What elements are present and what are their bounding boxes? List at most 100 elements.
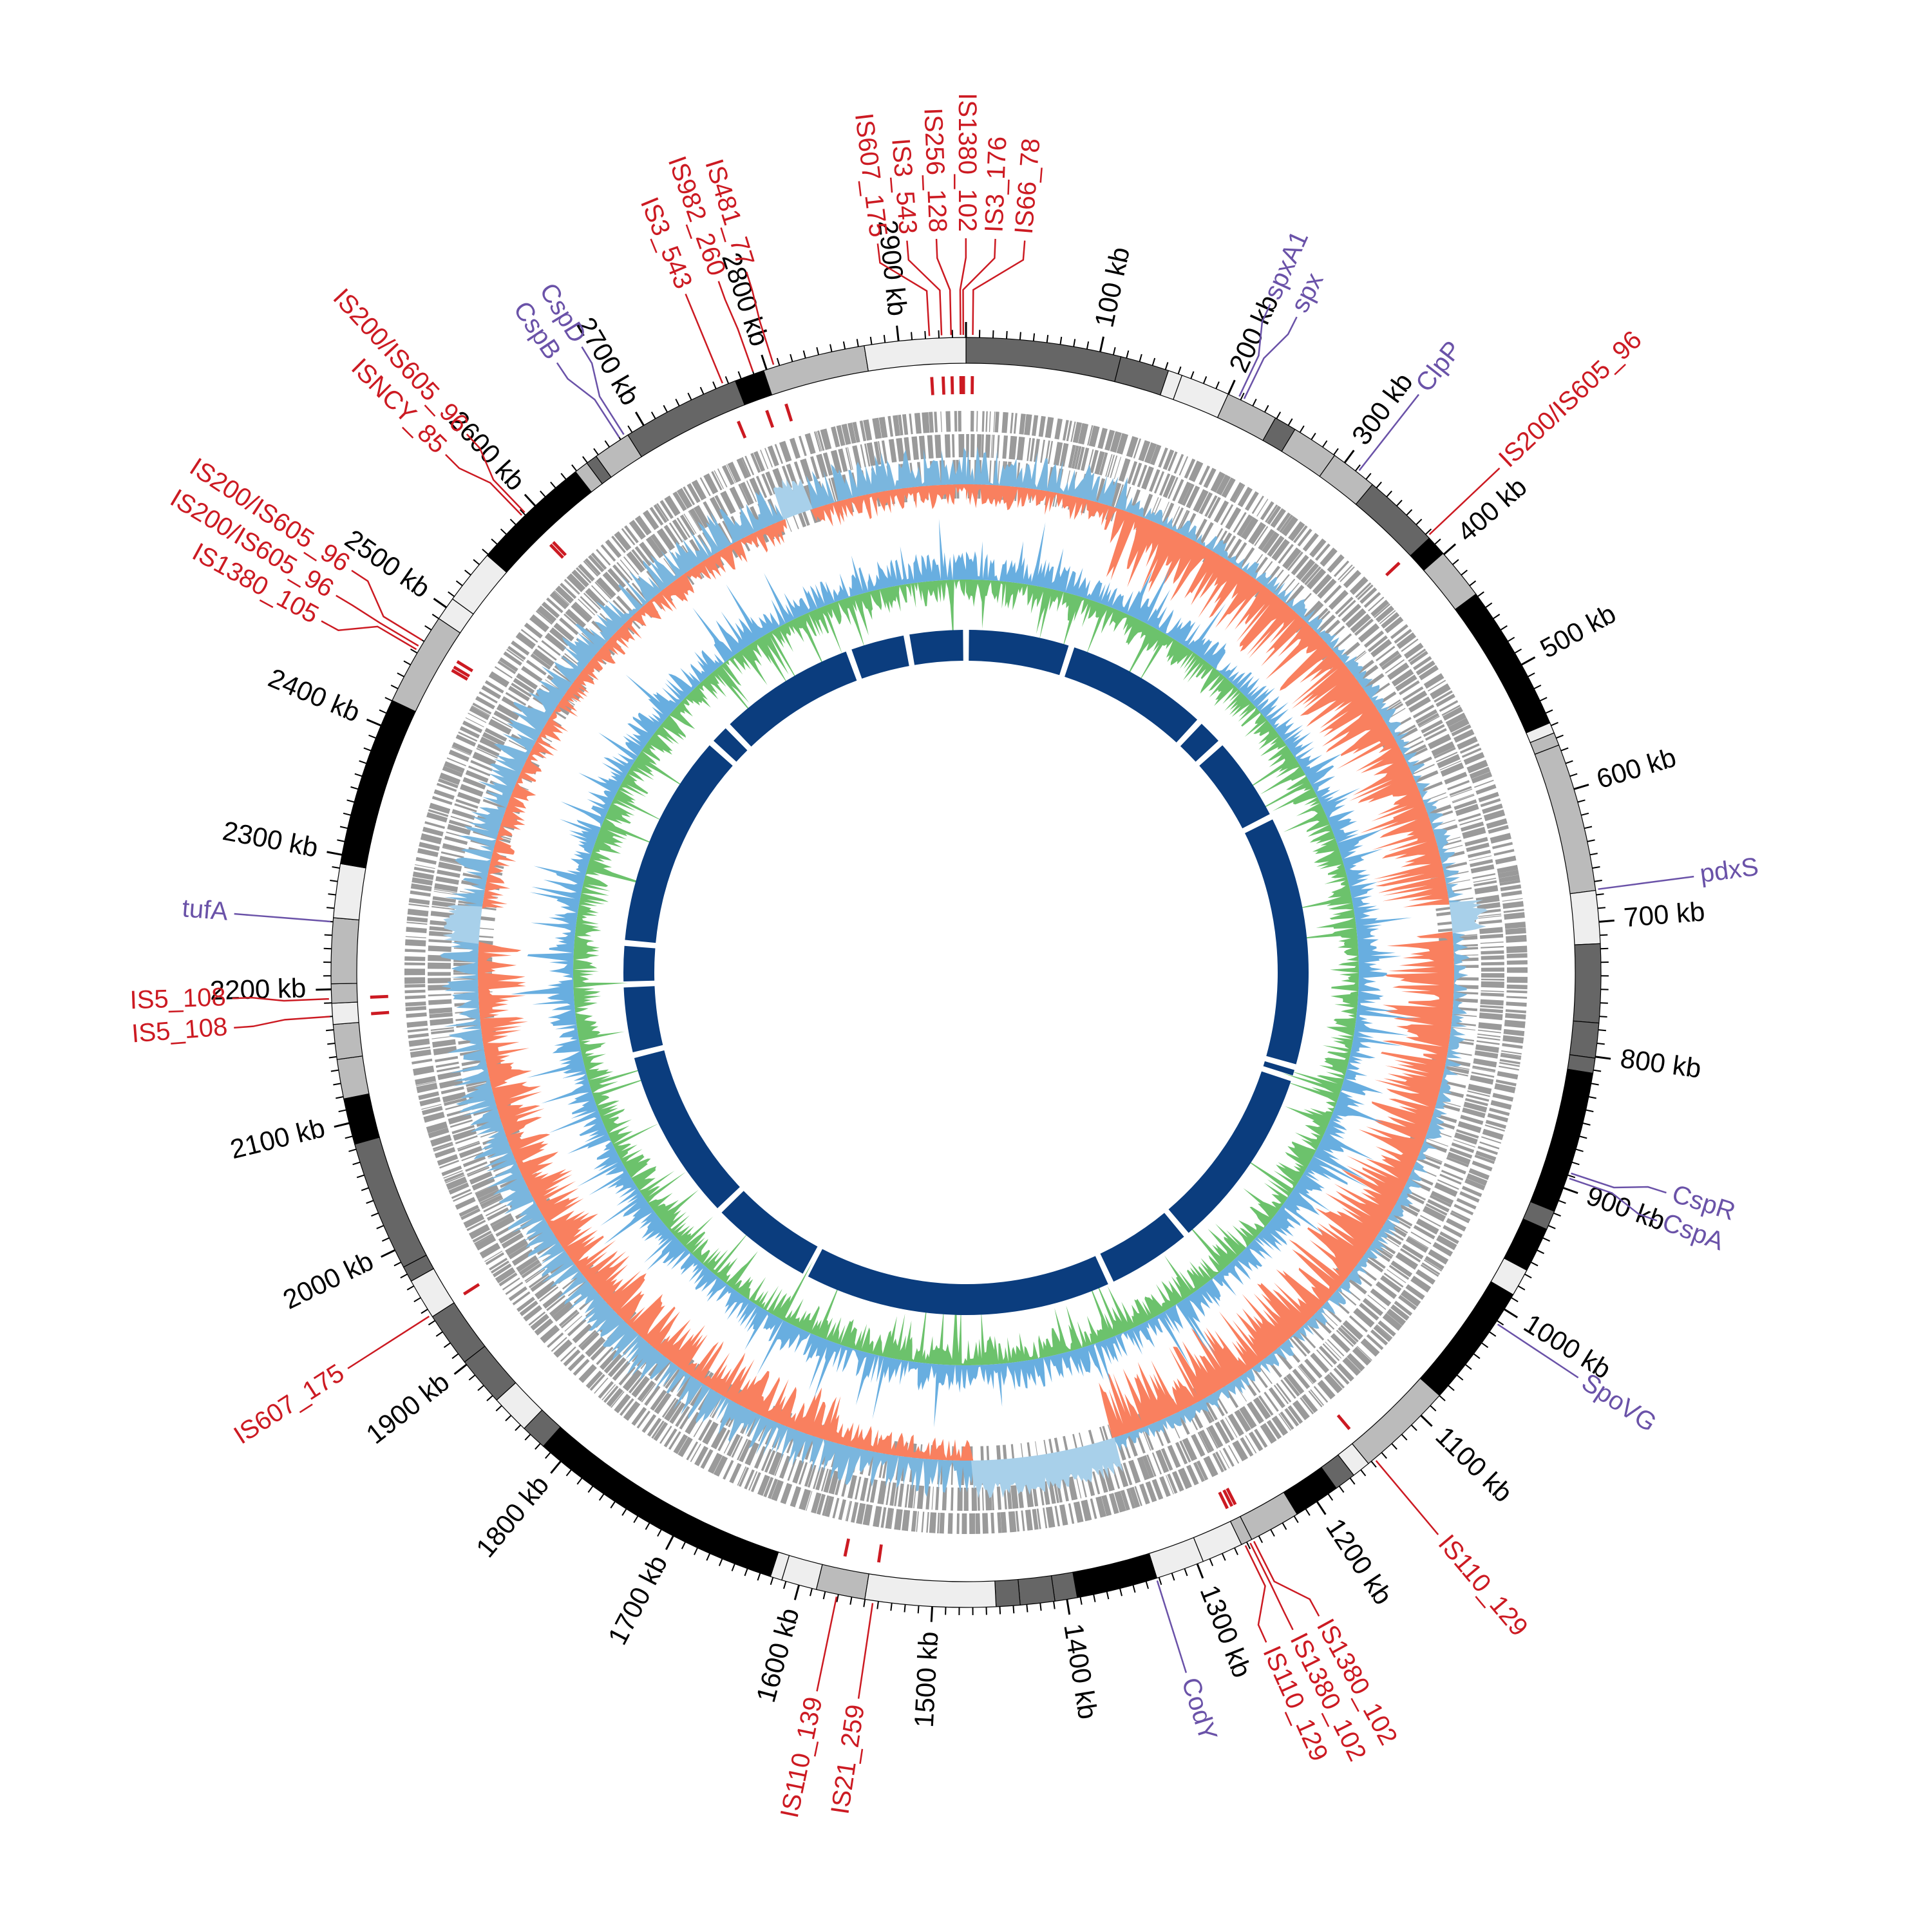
gene-feature [1265, 504, 1278, 523]
gene-feature [1477, 1033, 1501, 1037]
gene-feature [530, 1314, 549, 1331]
gene-feature [1497, 869, 1519, 878]
is-element-mark [371, 1010, 390, 1016]
ideogram-band [331, 1001, 359, 1025]
gene-feature [1481, 981, 1504, 988]
gene-feature [1167, 1473, 1178, 1494]
gene-feature [1359, 1302, 1379, 1321]
gene-feature [1506, 976, 1528, 983]
gene-feature [1283, 1376, 1300, 1397]
gene-feature [710, 1426, 727, 1450]
gene-feature [405, 936, 426, 938]
gene-feature [443, 1097, 467, 1106]
gene-feature [661, 1397, 677, 1418]
gene-feature [1505, 1013, 1526, 1019]
tick-label: 900 kb [1582, 1180, 1669, 1236]
gene-feature [1422, 1206, 1446, 1222]
gene-feature [1451, 724, 1472, 737]
gene-feature [764, 1450, 776, 1473]
gene-feature [453, 1128, 477, 1141]
gene-feature [611, 1391, 625, 1408]
major-tick [1443, 543, 1457, 555]
gene-feature [1458, 813, 1481, 822]
gene-feature [459, 726, 480, 739]
gene-feature [440, 1086, 464, 1095]
minor-tick [849, 1596, 853, 1605]
minor-tick [1597, 907, 1605, 909]
gene-feature [1077, 446, 1085, 470]
label-connector [876, 243, 931, 336]
gene-feature [463, 1213, 485, 1229]
gene-feature [996, 1486, 1002, 1510]
gene-feature [546, 597, 564, 614]
gene-feature [737, 1466, 747, 1486]
label-connector [906, 240, 943, 336]
gene-feature [894, 1482, 899, 1506]
gene-feature [1032, 1508, 1039, 1530]
gene-feature [485, 1204, 507, 1217]
gene-feature [1478, 1022, 1502, 1030]
gene-feature [433, 789, 455, 800]
gene-feature [482, 1197, 504, 1209]
gene-feature [1474, 1154, 1495, 1164]
gene-feature [1468, 1083, 1492, 1095]
gene-feature [508, 1244, 531, 1260]
gene-feature [455, 799, 478, 809]
gene-feature [1245, 1435, 1257, 1454]
gene-feature [1481, 961, 1504, 966]
gene-feature [446, 757, 467, 767]
gene-feature [1087, 425, 1094, 446]
gene-feature [1391, 668, 1414, 687]
gene-feature [807, 1464, 817, 1488]
gene-feature [845, 1501, 851, 1521]
gene-feature [472, 703, 492, 715]
gene-feature [750, 453, 761, 473]
gene-feature [687, 483, 701, 504]
gene-feature [501, 1233, 524, 1249]
gene-feature [1260, 501, 1274, 520]
gene-feature [448, 1182, 469, 1195]
gene-feature [727, 461, 741, 483]
gene-feature [1454, 1204, 1474, 1216]
gene-feature [1506, 945, 1528, 953]
gene-feature [565, 609, 587, 629]
gene-feature [1506, 960, 1528, 965]
gene-feature [838, 448, 848, 472]
gene-feature [1273, 1385, 1289, 1405]
gene-feature [471, 1177, 495, 1191]
is-element-mark [456, 660, 473, 672]
gene-feature [519, 1300, 538, 1316]
minor-tick [1376, 481, 1382, 489]
gene-feature [1446, 1218, 1466, 1232]
ideogram-band [658, 1505, 779, 1577]
gene-feature [1403, 642, 1424, 659]
gene-feature [614, 531, 632, 551]
gene-feature [1466, 759, 1488, 773]
gene-feature [781, 466, 793, 489]
gene-feature [644, 1385, 661, 1406]
gene-feature [524, 622, 543, 639]
gene-feature [406, 1012, 427, 1018]
minor-tick [694, 1548, 698, 1555]
gene-feature [902, 1510, 911, 1531]
minor-tick [1594, 880, 1602, 882]
gene-feature [1479, 1141, 1500, 1150]
minor-tick [675, 399, 680, 406]
contig-segment [1180, 723, 1218, 762]
gene-feature [1066, 421, 1072, 442]
contig-segment [1263, 1061, 1294, 1075]
gene-feature [1428, 1249, 1449, 1265]
minor-tick [1401, 1434, 1408, 1441]
gene-feature [1320, 547, 1338, 567]
gene-feature [1381, 653, 1402, 670]
gene-feature [444, 1172, 464, 1182]
minor-tick [1164, 362, 1169, 370]
gene-feature [976, 411, 978, 432]
gene-feature [420, 833, 442, 845]
is-element-mark [453, 665, 470, 678]
gene-feature [1099, 452, 1108, 476]
is-element-label: IS200/IS605_96 [1493, 325, 1647, 473]
gene-feature [1421, 1262, 1441, 1275]
tick-label: 2100 kb [227, 1112, 328, 1164]
gene-feature [1439, 1231, 1459, 1244]
